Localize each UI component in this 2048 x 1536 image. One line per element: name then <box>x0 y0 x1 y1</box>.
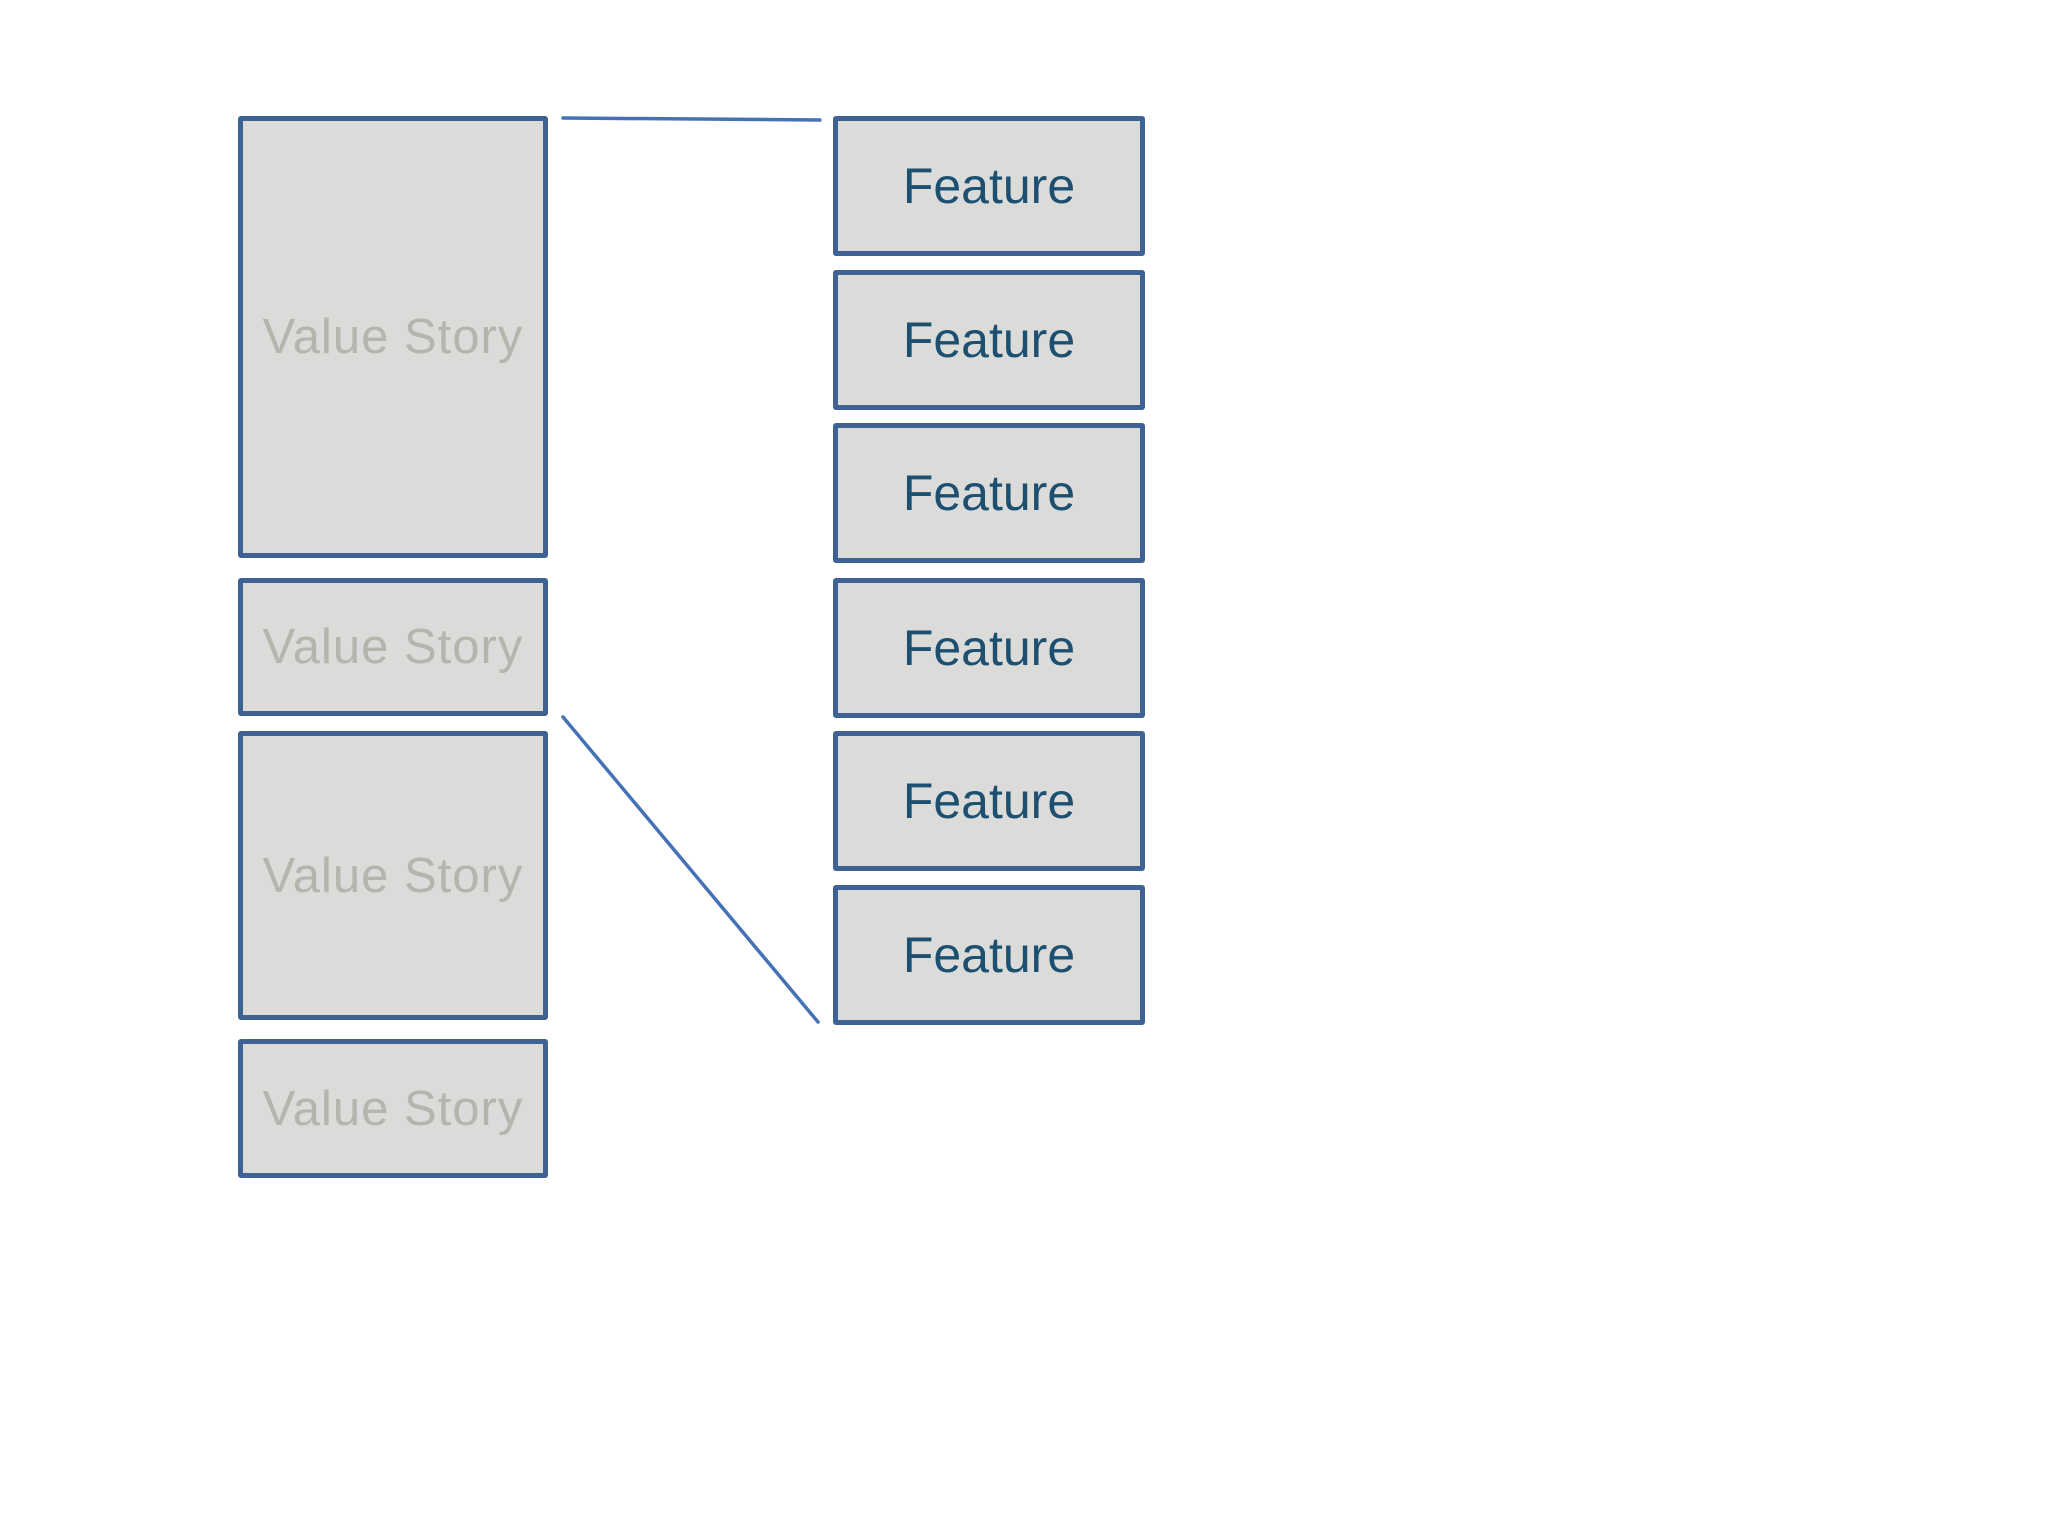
value-story-label: Value Story <box>262 620 524 674</box>
value-story-label: Value Story <box>262 848 524 903</box>
value-story-box-4: Value Story <box>238 1039 548 1178</box>
connector-diagonal-line <box>561 715 820 1024</box>
value-story-box-1: Value Story <box>238 116 548 558</box>
value-story-box-3: Value Story <box>238 731 548 1020</box>
feature-box-3: Feature <box>833 423 1145 563</box>
feature-box-5: Feature <box>833 731 1145 871</box>
value-story-label: Value Story <box>262 1081 524 1136</box>
feature-label: Feature <box>902 773 1076 829</box>
feature-box-6: Feature <box>833 885 1145 1025</box>
value-story-label: Value Story <box>262 310 524 364</box>
feature-label: Feature <box>902 620 1076 676</box>
feature-label: Feature <box>902 465 1076 521</box>
feature-box-2: Feature <box>833 270 1145 410</box>
feature-label: Feature <box>902 158 1076 214</box>
feature-label: Feature <box>902 312 1076 368</box>
feature-label: Feature <box>902 927 1076 983</box>
feature-box-1: Feature <box>833 116 1145 256</box>
feature-box-4: Feature <box>833 578 1145 718</box>
value-story-box-2: Value Story <box>238 578 548 716</box>
connector-top-line <box>561 116 822 122</box>
